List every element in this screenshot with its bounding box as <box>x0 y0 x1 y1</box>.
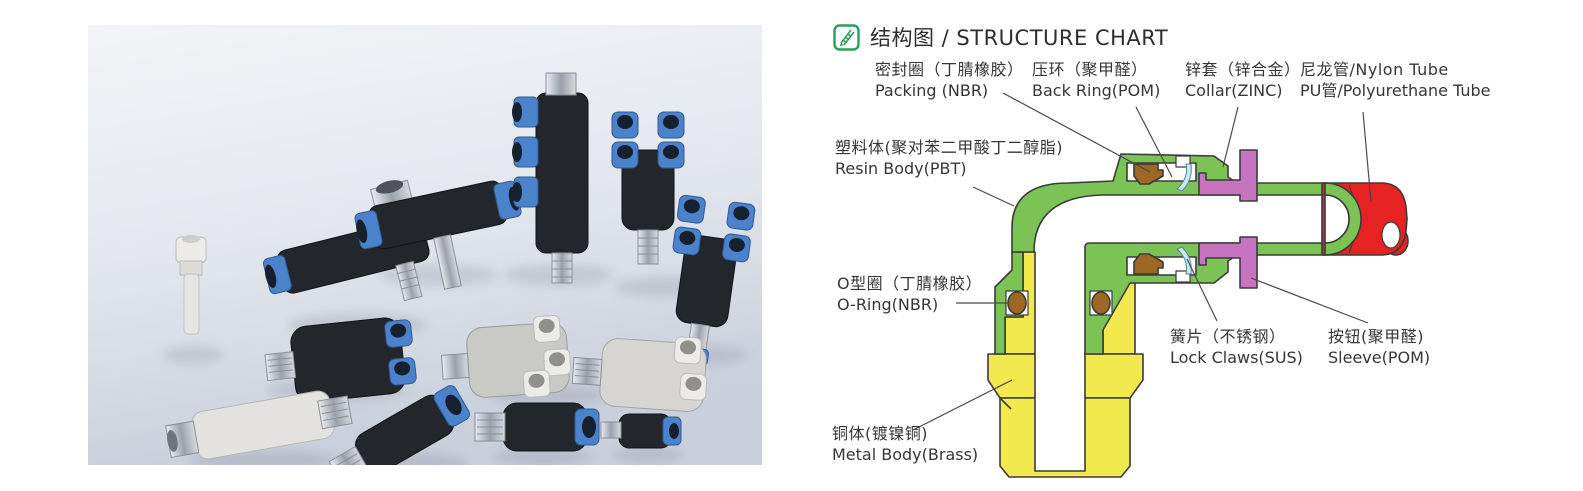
fitting-white-reducer <box>175 235 207 335</box>
pencil-icon <box>833 23 860 51</box>
section-title: 结构图 / STRUCTURE CHART <box>833 22 1168 52</box>
page-title: 结构图 / STRUCTURE CHART <box>870 26 1169 50</box>
o-ring-right <box>1089 290 1113 316</box>
fitting-white-y <box>440 314 572 398</box>
sleeve-shape-bottom <box>1198 236 1258 289</box>
fitting-triple-manifold <box>512 72 589 284</box>
fitting-mini-elbow <box>600 413 682 449</box>
label-o-ring: O型圈（丁腈橡胶） O-Ring(NBR) <box>837 274 983 314</box>
fitting-tee-stem <box>354 180 522 290</box>
leader-resin-body <box>972 186 1015 207</box>
inner-tube-bore <box>1324 194 1350 244</box>
packing-shape-top <box>1133 163 1164 185</box>
leader-lines <box>912 92 1372 431</box>
sleeve-shape-top <box>1198 149 1258 202</box>
label-collar: 锌套（锌合金） Collar(ZINC) <box>1185 60 1301 100</box>
lock-claw-bottom <box>1176 246 1192 275</box>
leader-back-ring <box>1135 106 1173 178</box>
leader-tube <box>1362 111 1372 203</box>
leader-packing <box>1002 92 1151 173</box>
product-photo <box>88 25 762 487</box>
fitting-double-elbow <box>264 317 417 403</box>
label-back-ring: 压环（聚甲醛） Back Ring(POM) <box>1032 60 1161 100</box>
fitting-gray-double-y <box>571 336 708 412</box>
leader-metal-body <box>912 379 1013 431</box>
bore-interior <box>1034 352 1086 472</box>
leader-collar <box>1222 106 1239 168</box>
fitting-cross-section <box>912 92 1409 478</box>
leader-sleeve <box>1250 277 1369 324</box>
label-resin-body: 塑料体(聚对苯二甲酸丁二醇脂) Resin Body(PBT) <box>835 138 1063 178</box>
thread-relief-line <box>999 397 1012 410</box>
structure-chart: 结构图 / STRUCTURE CHART 密封圈（丁腈橡胶） Packing … <box>820 0 1583 491</box>
label-packing: 密封圈（丁腈橡胶） Packing (NBR) <box>875 60 1024 100</box>
label-lock-claws: 簧片（不锈钢） Lock Claws(SUS) <box>1170 327 1303 367</box>
resin-body-shape <box>994 153 1326 355</box>
o-ring-left <box>1005 290 1029 316</box>
fitting-white-tee <box>165 390 353 460</box>
label-sleeve: 按钮(聚甲醛) Sleeve(POM) <box>1328 327 1431 367</box>
leader-lock-claws <box>1186 258 1218 322</box>
label-tube: 尼龙管/Nylon Tube PU管/Polyurethane Tube <box>1300 60 1491 100</box>
lock-claw-top <box>1176 163 1192 192</box>
fitting-quad-y-right <box>672 194 756 366</box>
fitting-elbow <box>474 402 600 452</box>
label-metal-body: 铜体(镀镍铜) Metal Body(Brass) <box>832 424 979 464</box>
fitting-quad-y <box>611 111 685 265</box>
product-photo-art <box>88 25 762 487</box>
packing-shape-bottom <box>1133 253 1164 275</box>
